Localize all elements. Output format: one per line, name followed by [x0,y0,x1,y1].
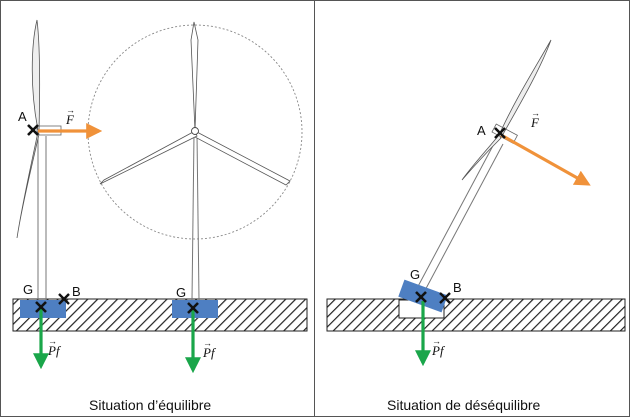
marker-a-left [27,124,39,136]
label-point-g-left: G [23,282,34,297]
marker-a-right [494,127,506,139]
force-f-arrow-right [500,133,591,186]
marker-g-left [35,301,47,313]
label-force-f-left: →F [66,105,75,127]
label-point-a-right: A [477,123,486,138]
caption-left: Situation d’équilibre [89,397,212,413]
turbine-front-view [87,21,303,301]
label-point-g-front: G [176,285,187,300]
marker-b-left [58,293,70,305]
turbine-tilted [414,39,552,297]
label-weight-pf-right: →Pf [432,336,444,358]
turbine-side-view [16,19,62,300]
marker-g-right [415,291,427,303]
marker-g-front [187,302,199,314]
label-point-b-left: B [72,284,81,299]
label-weight-pf-left: →Pf [48,336,60,358]
label-force-f-right: →F [531,108,540,130]
label-point-g-right: G [410,267,421,282]
ground-right [326,298,626,332]
marker-b-right [439,292,451,304]
caption-right: Situation de déséquilibre [387,397,541,413]
label-point-a-left: A [18,109,27,124]
label-point-b-right: B [453,280,462,295]
label-weight-pf-front: →Pf [203,338,215,360]
